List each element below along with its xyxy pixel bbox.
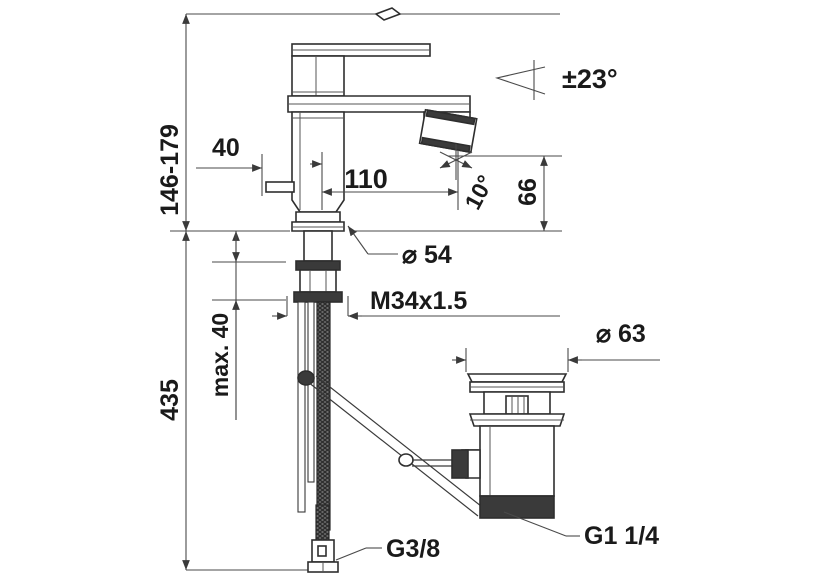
waste-valve-body [451, 373, 568, 519]
faucet-shank [293, 230, 343, 303]
body-side-lug [265, 181, 295, 193]
label-waste-diameter: ⌀ 63 [596, 320, 646, 348]
spout-reach-dimension [310, 150, 459, 210]
label-spout-reach: 110 [344, 164, 388, 194]
waste-thread-callout [503, 511, 580, 537]
label-height-range: 146-179 [156, 124, 184, 216]
waste-diameter-dimension [452, 348, 660, 372]
label-spout-height: 66 [514, 178, 542, 206]
label-supply-thread: G3/8 [386, 535, 440, 563]
label-total-height: 435 [156, 379, 184, 421]
label-spout-offset: 40 [212, 134, 240, 162]
aerator-angle-symbol [439, 144, 473, 180]
spout-offset-dimension [196, 154, 263, 196]
spout-height-dimension [448, 155, 562, 231]
supply-thread-callout [335, 547, 382, 561]
handle-cartridge-cap [291, 55, 345, 97]
left-dimension-stack [182, 13, 560, 571]
label-swivel-angle: ±23° [562, 64, 618, 94]
faucet-column [291, 111, 345, 213]
label-thread-body: M34x1.5 [370, 287, 467, 315]
faucet-body [265, 43, 478, 232]
thread-dimension [272, 296, 560, 320]
label-waste-thread: G1 1/4 [584, 522, 659, 550]
label-base-diameter: ⌀ 54 [402, 241, 452, 269]
aerator-outlet [418, 108, 478, 154]
base-diameter-callout [347, 225, 398, 255]
supply-hoses [297, 301, 339, 573]
max-thickness-dimension [212, 231, 286, 420]
swivel-angle-symbol [374, 7, 546, 100]
lever-handle [291, 43, 431, 57]
label-max-thickness: max. 40 [207, 313, 233, 397]
lever-rotation-icon [374, 7, 402, 21]
base-flange [291, 211, 345, 232]
